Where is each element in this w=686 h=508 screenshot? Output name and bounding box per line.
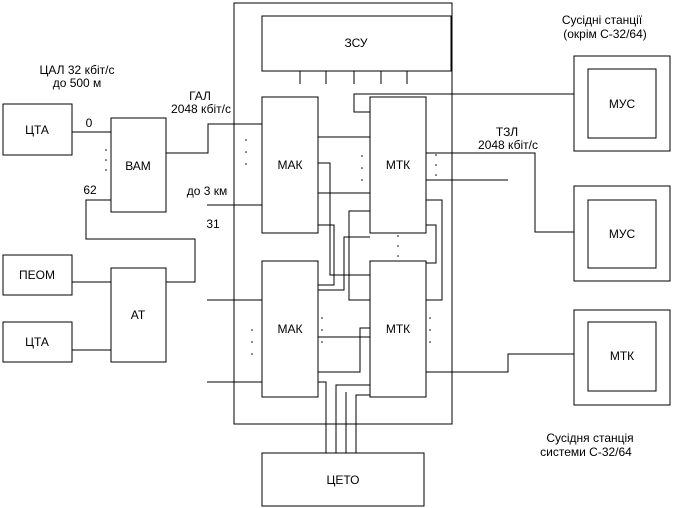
mak-top-label: МАК xyxy=(278,158,303,172)
neighbor-label-line2: системи С-32/64 xyxy=(540,445,632,459)
tzl-label-line2: 2048 кбіт/с xyxy=(478,138,538,152)
cta-bottom-block xyxy=(2,321,73,363)
dotted-marks xyxy=(105,139,437,355)
mus-1-label: МУС xyxy=(609,97,636,111)
zsu-label: ЗСУ xyxy=(344,36,367,50)
cta-top-block xyxy=(2,103,73,156)
cta-top-label: ЦТА xyxy=(25,123,49,137)
at-label: АТ xyxy=(131,308,146,322)
mtk-remote-block xyxy=(587,321,657,392)
port-31-label: 31 xyxy=(206,217,220,231)
mus-1-block xyxy=(587,68,657,139)
gal-label-line1: ГАЛ xyxy=(189,89,211,103)
mtk-bottom-label: МТК xyxy=(386,322,410,336)
vam-label: ВАМ xyxy=(125,159,151,173)
cta-bottom-label: ЦТА xyxy=(25,335,49,349)
mtk-bottom-block xyxy=(369,260,427,398)
mus-2-label: МУС xyxy=(609,227,636,241)
neighbor-label-line1: Сусідня станція xyxy=(546,431,633,445)
mtk-top-label: МТК xyxy=(386,158,410,172)
ceto-block xyxy=(261,452,425,507)
connection-wires xyxy=(72,71,588,453)
cal-label-line1: ЦАЛ 32 кбіт/с xyxy=(40,63,115,77)
mtk-remote-label: МТК xyxy=(610,349,634,363)
vam-block xyxy=(110,117,167,213)
port-62-label: 62 xyxy=(83,183,97,197)
peom-block xyxy=(2,254,73,296)
neighbors-label-line2: (окрім С-32/64) xyxy=(563,27,647,41)
port-0-label: 0 xyxy=(86,116,93,130)
tzl-label-line1: ТЗЛ xyxy=(496,125,518,139)
gal-label-line2: 2048 кбіт/с xyxy=(171,102,231,116)
neighbors-label-line1: Сусідні станції xyxy=(562,13,643,27)
ceto-label: ЦЕТО xyxy=(326,473,359,487)
mak-bottom-label: МАК xyxy=(278,322,303,336)
at-block xyxy=(110,267,167,363)
distance-label: до 3 км xyxy=(187,184,228,198)
mak-top-block xyxy=(261,96,319,234)
mak-bottom-block xyxy=(261,260,319,398)
peom-label: ПЕОМ xyxy=(19,268,55,282)
zsu-block xyxy=(261,15,452,72)
mtk-top-block xyxy=(369,96,427,234)
cal-label-line2: до 500 м xyxy=(53,76,102,90)
mus-2-block xyxy=(587,199,657,269)
